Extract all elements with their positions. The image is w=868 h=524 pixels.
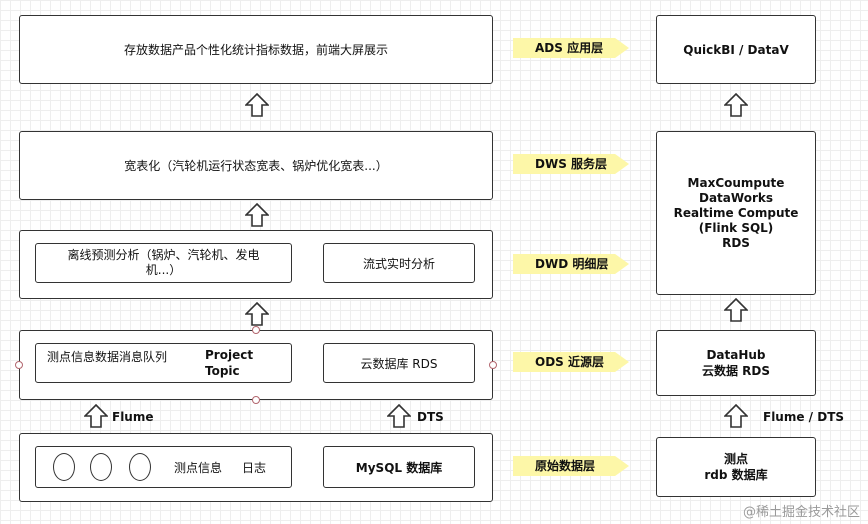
- dwd-layer-tag: DWD 明细层: [513, 254, 629, 274]
- message-queue-box: 测点信息数据消息队列 Project Topic: [35, 343, 292, 383]
- ads-layer-text: 存放数据产品个性化统计指标数据，前端大屏展示: [123, 43, 388, 57]
- datahub-box: DataHub 云数据 RDS: [656, 330, 816, 396]
- mysql-text: MySQL 数据库: [355, 460, 443, 475]
- up-arrow-icon: [724, 298, 748, 322]
- datahub-line1: DataHub: [706, 348, 766, 362]
- quickbi-datav-text: QuickBI / DataV: [683, 42, 789, 57]
- flume-label: Flume: [112, 410, 154, 424]
- sensor-ellipse: [53, 453, 75, 481]
- raw-layer-box: 测点信息 日志 MySQL 数据库: [19, 433, 493, 502]
- compute-line: DataWorks: [699, 190, 773, 205]
- compute-platform-box: MaxCoumpute DataWorks Realtime Compute (…: [656, 131, 816, 295]
- quickbi-datav-box: QuickBI / DataV: [656, 15, 816, 84]
- dwd-layer-box: 离线预测分析（锅炉、汽轮机、发电 机...） 流式实时分析: [19, 230, 493, 299]
- connection-point: [15, 361, 23, 369]
- compute-line: MaxCoumpute: [687, 175, 785, 190]
- topic-label: Topic: [205, 364, 240, 378]
- log-label: 日志: [242, 461, 267, 475]
- compute-line: Realtime Compute: [673, 205, 799, 220]
- up-arrow-icon: [245, 93, 269, 117]
- ads-layer-box: 存放数据产品个性化统计指标数据，前端大屏展示: [19, 15, 493, 84]
- connection-point: [489, 361, 497, 369]
- dts-label: DTS: [417, 410, 444, 424]
- message-queue-label: 测点信息数据消息队列: [47, 350, 168, 364]
- offline-analysis-box: 离线预测分析（锅炉、汽轮机、发电 机...）: [35, 243, 292, 283]
- ods-layer-box: 测点信息数据消息队列 Project Topic 云数据库 RDS: [19, 330, 493, 400]
- up-arrow-icon: [387, 404, 411, 428]
- cloud-rds-box: 云数据库 RDS: [323, 343, 475, 383]
- project-label: Project: [205, 348, 254, 362]
- raw-layer-tag: 原始数据层: [513, 456, 629, 476]
- compute-line: (Flink SQL): [698, 220, 774, 235]
- sensor-ellipse: [90, 453, 112, 481]
- ads-layer-tag: ADS 应用层: [513, 38, 629, 58]
- offline-analysis-line2: 机...）: [145, 263, 182, 277]
- up-arrow-icon: [245, 302, 269, 326]
- dws-layer-tag: DWS 服务层: [513, 154, 629, 174]
- up-arrow-icon: [84, 404, 108, 428]
- datahub-line2: 云数据 RDS: [701, 364, 771, 378]
- stream-analysis-text: 流式实时分析: [362, 256, 435, 271]
- up-arrow-icon: [245, 203, 269, 227]
- cloud-rds-text: 云数据库 RDS: [360, 356, 438, 371]
- dws-layer-text: 宽表化（汽轮机运行状态宽表、锅炉优化宽表...）: [124, 159, 388, 173]
- up-arrow-icon: [724, 404, 748, 428]
- sensor-info-label: 测点信息: [174, 461, 223, 475]
- sensor-log-box: 测点信息 日志: [35, 446, 292, 488]
- connection-point: [252, 326, 260, 334]
- sensor-ellipse: [129, 453, 151, 481]
- offline-analysis-line1: 离线预测分析（锅炉、汽轮机、发电: [67, 248, 260, 262]
- up-arrow-icon: [724, 93, 748, 117]
- flume-dts-label: Flume / DTS: [763, 410, 845, 424]
- ods-layer-tag: ODS 近源层: [513, 352, 629, 372]
- compute-line: RDS: [722, 235, 750, 250]
- sensor-rdb-line2: rdb 数据库: [704, 468, 768, 482]
- sensor-rdb-box: 测点 rdb 数据库: [656, 437, 816, 497]
- sensor-rdb-line1: 测点: [723, 452, 748, 466]
- stream-analysis-box: 流式实时分析: [323, 243, 475, 283]
- dws-layer-box: 宽表化（汽轮机运行状态宽表、锅炉优化宽表...）: [19, 131, 493, 200]
- mysql-box: MySQL 数据库: [323, 446, 475, 488]
- connection-point: [252, 396, 260, 404]
- watermark: @稀土掘金技术社区: [742, 505, 860, 520]
